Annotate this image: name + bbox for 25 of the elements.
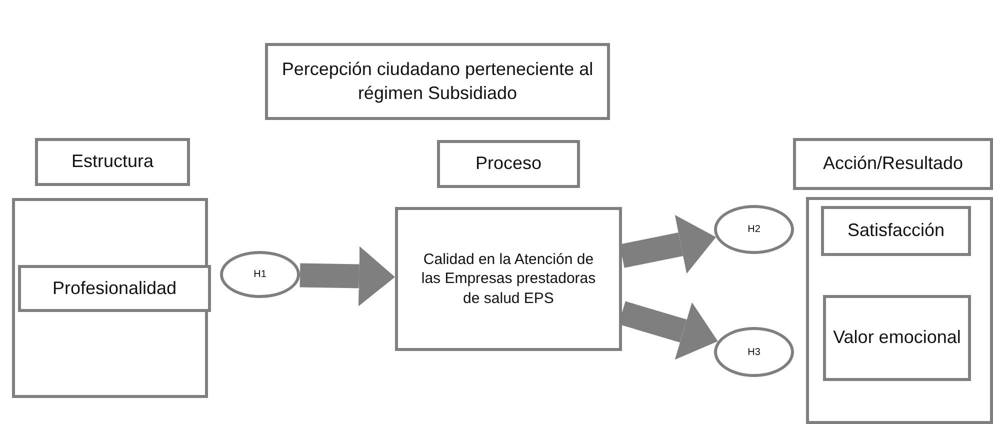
box-label: Satisfacción: [847, 219, 945, 242]
box-label: Profesionalidad: [52, 276, 177, 300]
label-box: [437, 140, 580, 188]
hypothesis-label: H1: [254, 268, 266, 281]
hypothesis-ellipse: [714, 205, 794, 254]
label-box: [18, 265, 211, 312]
hypothesis-label: H3: [748, 346, 760, 358]
box-label: Estructura: [71, 150, 154, 174]
label-box: [821, 206, 971, 256]
box-label: Percepción ciudadano perteneciente al régimen Subsidiado: [280, 58, 594, 105]
block-arrow: [300, 246, 395, 306]
box-label: Valor emocional: [833, 326, 961, 350]
box-label: Calidad en la Atención de las Empresas prestadoras de salud EPS: [420, 250, 597, 308]
label-box: [35, 138, 190, 186]
label-box: [395, 207, 622, 351]
label-box: [793, 138, 993, 190]
hypothesis-ellipse: [220, 251, 300, 298]
hypothesis-label: H2: [748, 223, 760, 236]
group-box: [806, 197, 993, 424]
box-label: Acción/Resultado: [822, 152, 964, 176]
label-box: [265, 43, 610, 120]
label-box: [823, 295, 971, 381]
hypothesis-ellipse: [714, 327, 794, 377]
box-label: Proceso: [475, 152, 542, 176]
group-box: [12, 198, 208, 398]
